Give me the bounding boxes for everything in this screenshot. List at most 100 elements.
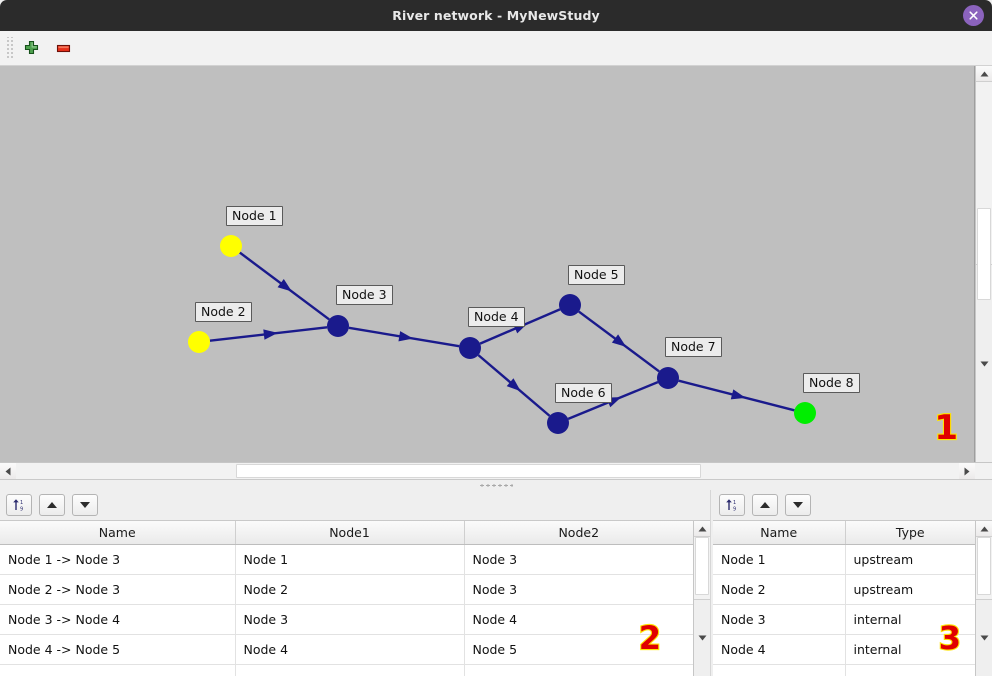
table-cell[interactable]: Node 3 (235, 604, 465, 635)
table-cell[interactable]: Node 2 (235, 574, 465, 605)
remove-node-button[interactable] (50, 35, 76, 61)
table-cell[interactable]: Node 2 (713, 574, 846, 605)
table-cell[interactable]: Node 4 (713, 634, 846, 665)
network-diagram-canvas[interactable]: Node 1 Node 2 Node 3 Node 4 Node 5 Node 6 Node… (0, 66, 975, 462)
chevron-down-icon (698, 635, 706, 641)
toolbar-grip[interactable] (6, 37, 13, 59)
table-cell[interactable]: upstream (845, 544, 975, 575)
graph-node-label[interactable]: Node 4 (468, 307, 525, 328)
reaches-scroll-down-button[interactable] (694, 598, 710, 676)
table-cell[interactable]: Node 1 (713, 544, 846, 575)
chevron-down-icon (980, 361, 988, 366)
chevron-right-icon (964, 467, 970, 475)
arrow-down-icon (793, 502, 803, 508)
table-cell[interactable]: upstream (845, 574, 975, 605)
graph-node[interactable] (188, 331, 210, 353)
edge-arrow-icon (611, 334, 627, 347)
add-node-icon (24, 40, 38, 54)
nodes-panel: 1 9 (713, 490, 992, 676)
chevron-up-icon (980, 526, 988, 531)
table-cell[interactable]: Node 4 -> Node 5 (0, 634, 236, 665)
graph-node-label[interactable]: Node 5 (568, 265, 625, 286)
graph-horizontal-scrollbar[interactable] (0, 462, 992, 479)
reaches-sort-button[interactable]: 1 9 (6, 494, 32, 516)
table-cell[interactable]: Node 4 (235, 634, 465, 665)
reaches-vscroll-thumb[interactable] (695, 537, 709, 595)
nodes-column-header[interactable]: Name (713, 521, 846, 545)
nodes-sort-button[interactable]: 1 9 (719, 494, 745, 516)
graph-node-label[interactable]: Node 7 (665, 337, 722, 358)
reaches-column-header[interactable]: Node2 (464, 521, 693, 545)
table-cell[interactable]: Node 5 (464, 634, 693, 665)
graph-node[interactable] (220, 235, 242, 257)
graph-node-label[interactable]: Node 1 (226, 206, 283, 227)
graph-node-label[interactable]: Node 8 (803, 373, 860, 394)
table-cell[interactable]: Node 3 (464, 574, 693, 605)
nodes-vscroll-thumb[interactable] (977, 537, 991, 595)
add-node-button[interactable] (18, 35, 44, 61)
graph-vertical-scrollbar[interactable] (975, 66, 992, 462)
nodes-scroll-down-button[interactable] (976, 598, 992, 676)
table-cell[interactable]: Node 3 (713, 604, 846, 635)
table-cell-empty (464, 664, 693, 676)
nodes-vscroll-track[interactable] (976, 537, 992, 599)
table-row-empty (0, 664, 693, 676)
nodes-scroll-up-button[interactable] (976, 521, 992, 537)
nodes-move-down-button[interactable] (785, 494, 811, 516)
graph-panel: Node 1 Node 2 Node 3 Node 4 Node 5 Node 6 Node… (0, 66, 992, 462)
nodes-column-header[interactable]: Type (845, 521, 975, 545)
sort-icon: 1 9 (13, 499, 23, 512)
table-cell[interactable]: Node 1 (235, 544, 465, 575)
graph-node[interactable] (459, 337, 481, 359)
table-cell[interactable]: Node 1 -> Node 3 (0, 544, 236, 575)
scroll-left-button[interactable] (0, 463, 16, 479)
graph-node-label[interactable]: Node 2 (195, 302, 252, 323)
edge-arrow-icon (263, 329, 278, 340)
table-cell[interactable]: internal (845, 604, 975, 635)
scroll-right-button[interactable] (959, 463, 975, 479)
table-cell[interactable]: internal (845, 634, 975, 665)
reaches-vscroll-track[interactable] (694, 537, 710, 599)
table-cell[interactable]: Node 3 -> Node 4 (0, 604, 236, 635)
table-cell-empty (713, 664, 846, 676)
graph-node[interactable] (547, 412, 569, 434)
table-cell[interactable]: Node 4 (464, 604, 693, 635)
reaches-column-header[interactable]: Name (0, 521, 236, 545)
close-button[interactable] (963, 5, 984, 26)
reaches-move-down-button[interactable] (72, 494, 98, 516)
window-title: River network - MyNewStudy (392, 8, 600, 23)
graph-node[interactable] (327, 315, 349, 337)
graph-node[interactable] (794, 402, 816, 424)
arrow-up-icon (47, 502, 57, 508)
graph-node-label[interactable]: Node 6 (555, 383, 612, 404)
graph-hscroll-thumb[interactable] (236, 464, 701, 478)
graph-node-label[interactable]: Node 3 (336, 285, 393, 306)
graph-vscroll-track[interactable] (976, 82, 992, 300)
graph-vscroll-thumb[interactable] (977, 208, 991, 300)
horizontal-splitter[interactable] (0, 479, 992, 490)
table-cell[interactable]: Node 3 (464, 544, 693, 575)
reaches-scroll-up-button[interactable] (694, 521, 710, 537)
graph-node[interactable] (559, 294, 581, 316)
graph-node[interactable] (657, 367, 679, 389)
nodes-vertical-scrollbar[interactable] (975, 521, 992, 676)
nodes-move-up-button[interactable] (752, 494, 778, 516)
reaches-move-up-button[interactable] (39, 494, 65, 516)
reaches-column-header[interactable]: Node1 (235, 521, 465, 545)
table-cell[interactable]: Node 2 -> Node 3 (0, 574, 236, 605)
panes-vertical-splitter[interactable] (710, 490, 713, 676)
reaches-vertical-scrollbar[interactable] (693, 521, 710, 676)
graph-hscroll-track[interactable] (16, 463, 959, 479)
svg-text:9: 9 (733, 506, 736, 512)
scroll-up-button[interactable] (976, 66, 992, 82)
